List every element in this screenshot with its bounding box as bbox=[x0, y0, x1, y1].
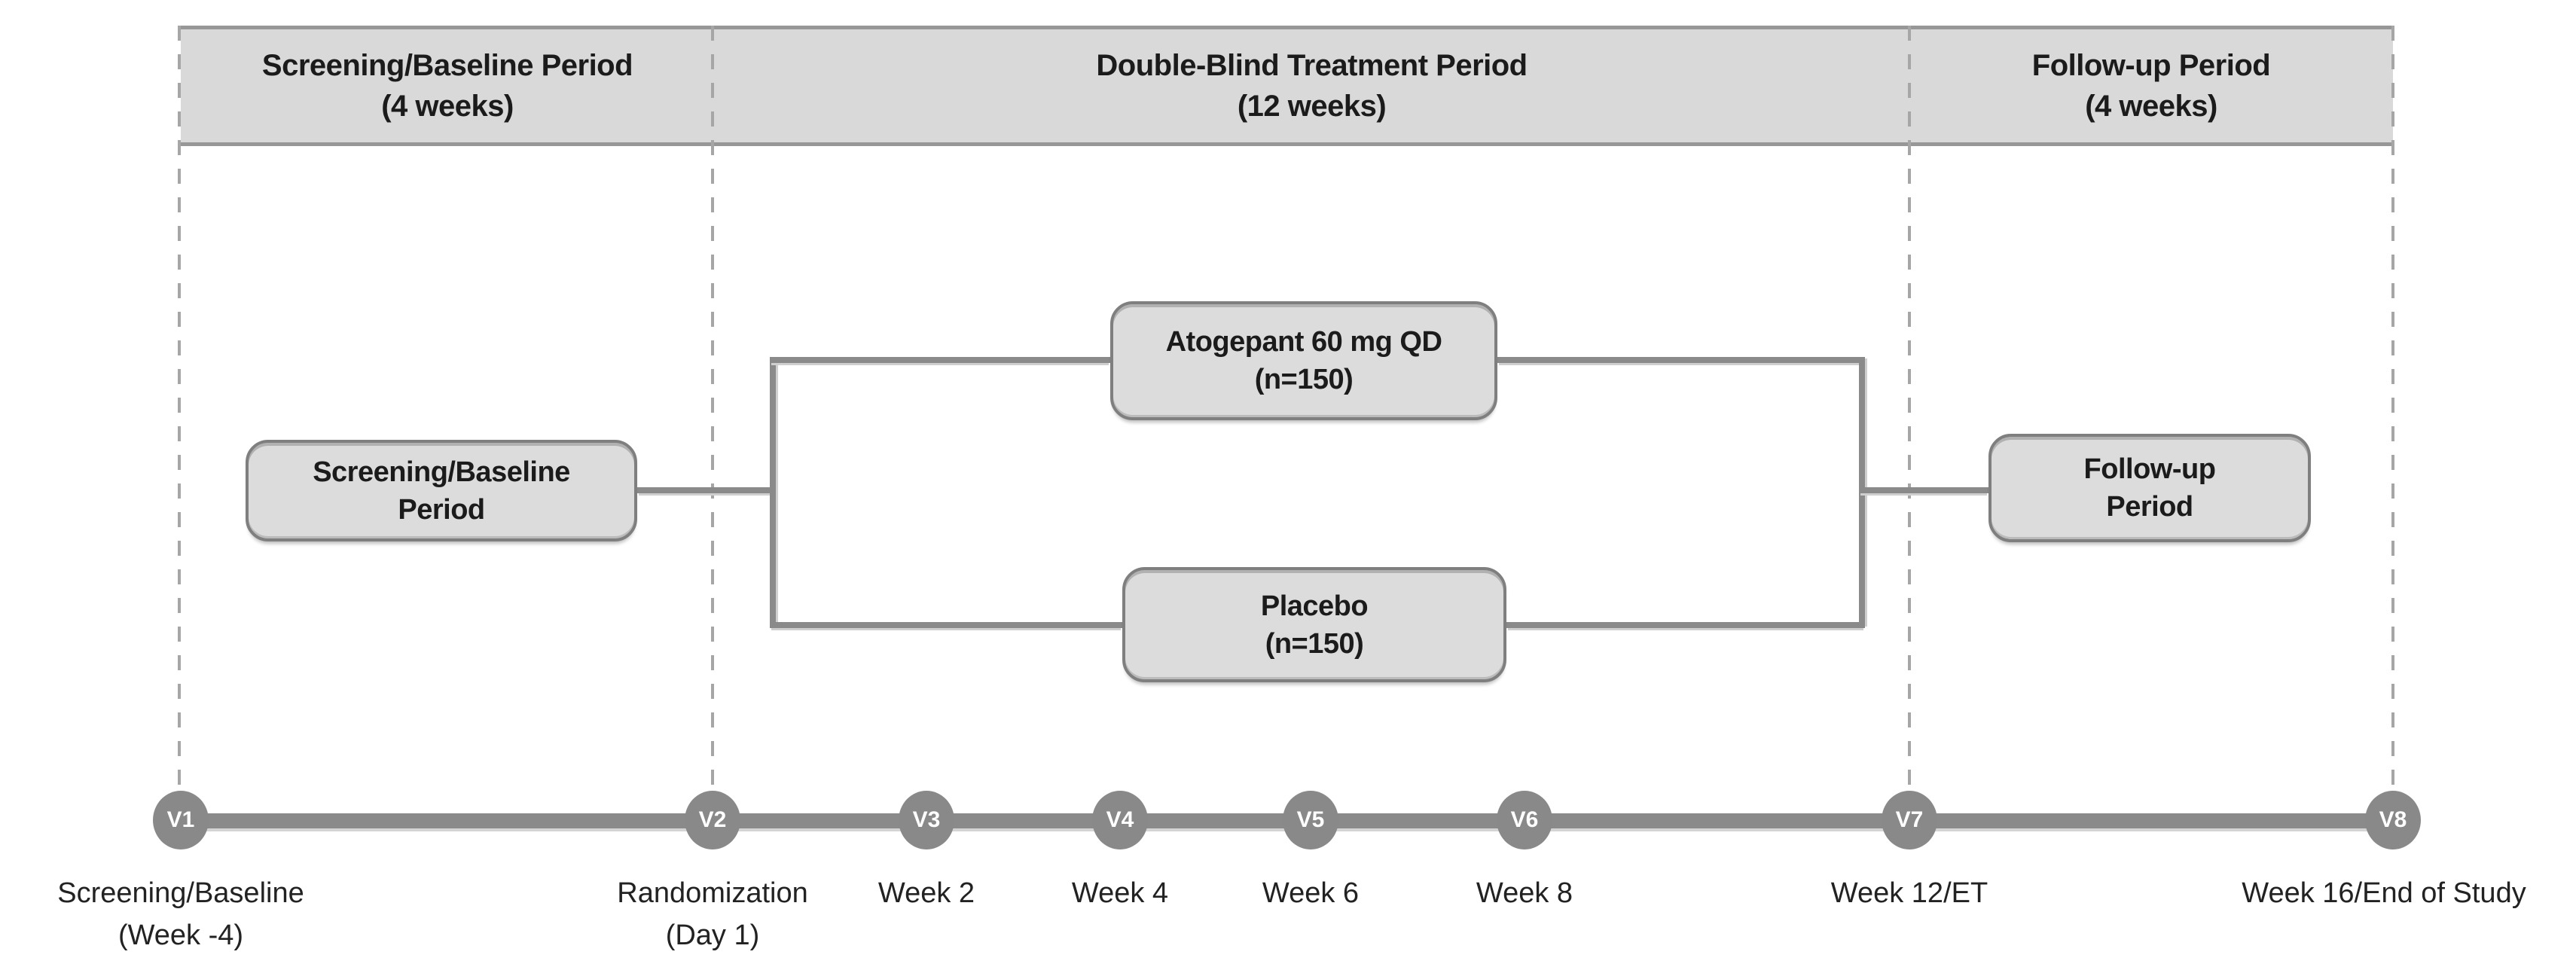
period-duration: (4 weeks) bbox=[2085, 90, 2217, 123]
visit-label-line: Screening/Baseline bbox=[57, 877, 304, 909]
visit-label-v3: Week 2 bbox=[693, 872, 1160, 914]
visit-label-v8: Week 16/End of Study bbox=[2150, 872, 2576, 914]
visit-marker-v6: V6 bbox=[1497, 791, 1552, 849]
connector-followup-in bbox=[1859, 487, 1988, 493]
period-header-screening: Screening/Baseline Period (4 weeks) bbox=[181, 29, 714, 142]
box-label: (n=150) bbox=[1265, 627, 1364, 660]
box-screening-period: Screening/Baseline Period bbox=[246, 440, 637, 541]
visit-label-line: Week 16/End of Study bbox=[2242, 877, 2526, 909]
box-label: Placebo bbox=[1260, 590, 1369, 622]
visit-label-line: Week 6 bbox=[1262, 877, 1360, 909]
visit-label-line: Week 4 bbox=[1071, 877, 1169, 909]
dashed-line-v1 bbox=[178, 26, 181, 792]
period-header-band: Screening/Baseline Period (4 weeks) Doub… bbox=[181, 26, 2393, 146]
visit-marker-v7: V7 bbox=[1882, 791, 1937, 849]
connector-placebo-out bbox=[1506, 622, 1865, 628]
period-title: Follow-up Period bbox=[2031, 49, 2271, 82]
visit-marker-v1: V1 bbox=[153, 791, 209, 849]
visit-label-line: (Week -4) bbox=[118, 920, 244, 951]
visit-marker-v2: V2 bbox=[685, 791, 740, 849]
box-label: (n=150) bbox=[1254, 364, 1354, 395]
visit-label-line: Week 2 bbox=[877, 877, 975, 909]
visit-label-line: Week 8 bbox=[1476, 877, 1573, 909]
box-label: Follow-up bbox=[2083, 453, 2216, 485]
box-placebo-arm: Placebo (n=150) bbox=[1122, 567, 1506, 682]
connector-screening-out bbox=[637, 487, 776, 493]
period-header-double-blind: Double-Blind Treatment Period (12 weeks) bbox=[714, 29, 1909, 142]
box-label: Atogepant 60 mg QD bbox=[1165, 326, 1442, 358]
box-atogepant-arm: Atogepant 60 mg QD (n=150) bbox=[1110, 301, 1497, 420]
period-duration: (4 weeks) bbox=[381, 90, 514, 123]
connector-split-vertical bbox=[770, 357, 776, 628]
period-title: Double-Blind Treatment Period bbox=[1096, 49, 1528, 82]
visit-label-line: Randomization bbox=[617, 877, 808, 909]
period-duration: (12 weeks) bbox=[1237, 90, 1387, 123]
visit-label-v2: Randomization (Day 1) bbox=[479, 872, 946, 956]
box-label: Screening/Baseline bbox=[313, 456, 570, 488]
period-title: Screening/Baseline Period bbox=[261, 49, 633, 82]
connector-atogepant-in bbox=[770, 357, 1110, 363]
connector-atogepant-out bbox=[1497, 357, 1865, 363]
visit-marker-v8: V8 bbox=[2365, 791, 2421, 849]
visit-label-line: (Day 1) bbox=[665, 920, 760, 951]
connector-placebo-in bbox=[770, 622, 1122, 628]
visit-marker-v3: V3 bbox=[899, 791, 954, 849]
period-header-followup: Follow-up Period (4 weeks) bbox=[1909, 29, 2393, 142]
dashed-line-v8 bbox=[2391, 26, 2394, 792]
visit-label-v4: Week 4 bbox=[887, 872, 1354, 914]
dashed-line-v7 bbox=[1908, 26, 1911, 792]
visit-label-v7: Week 12/ET bbox=[1676, 872, 2143, 914]
visit-label-v6: Week 8 bbox=[1291, 872, 1758, 914]
dashed-line-v2 bbox=[711, 26, 714, 792]
visit-marker-v5: V5 bbox=[1283, 791, 1338, 849]
box-label: Period bbox=[2106, 491, 2193, 523]
visit-label-v1: Screening/Baseline (Week -4) bbox=[0, 872, 414, 956]
visit-label-v5: Week 6 bbox=[1077, 872, 1544, 914]
box-label: Period bbox=[398, 493, 485, 526]
visit-label-line: Week 12/ET bbox=[1830, 877, 1988, 909]
box-followup-period: Follow-up Period bbox=[1988, 434, 2311, 542]
visit-marker-v4: V4 bbox=[1092, 791, 1148, 849]
